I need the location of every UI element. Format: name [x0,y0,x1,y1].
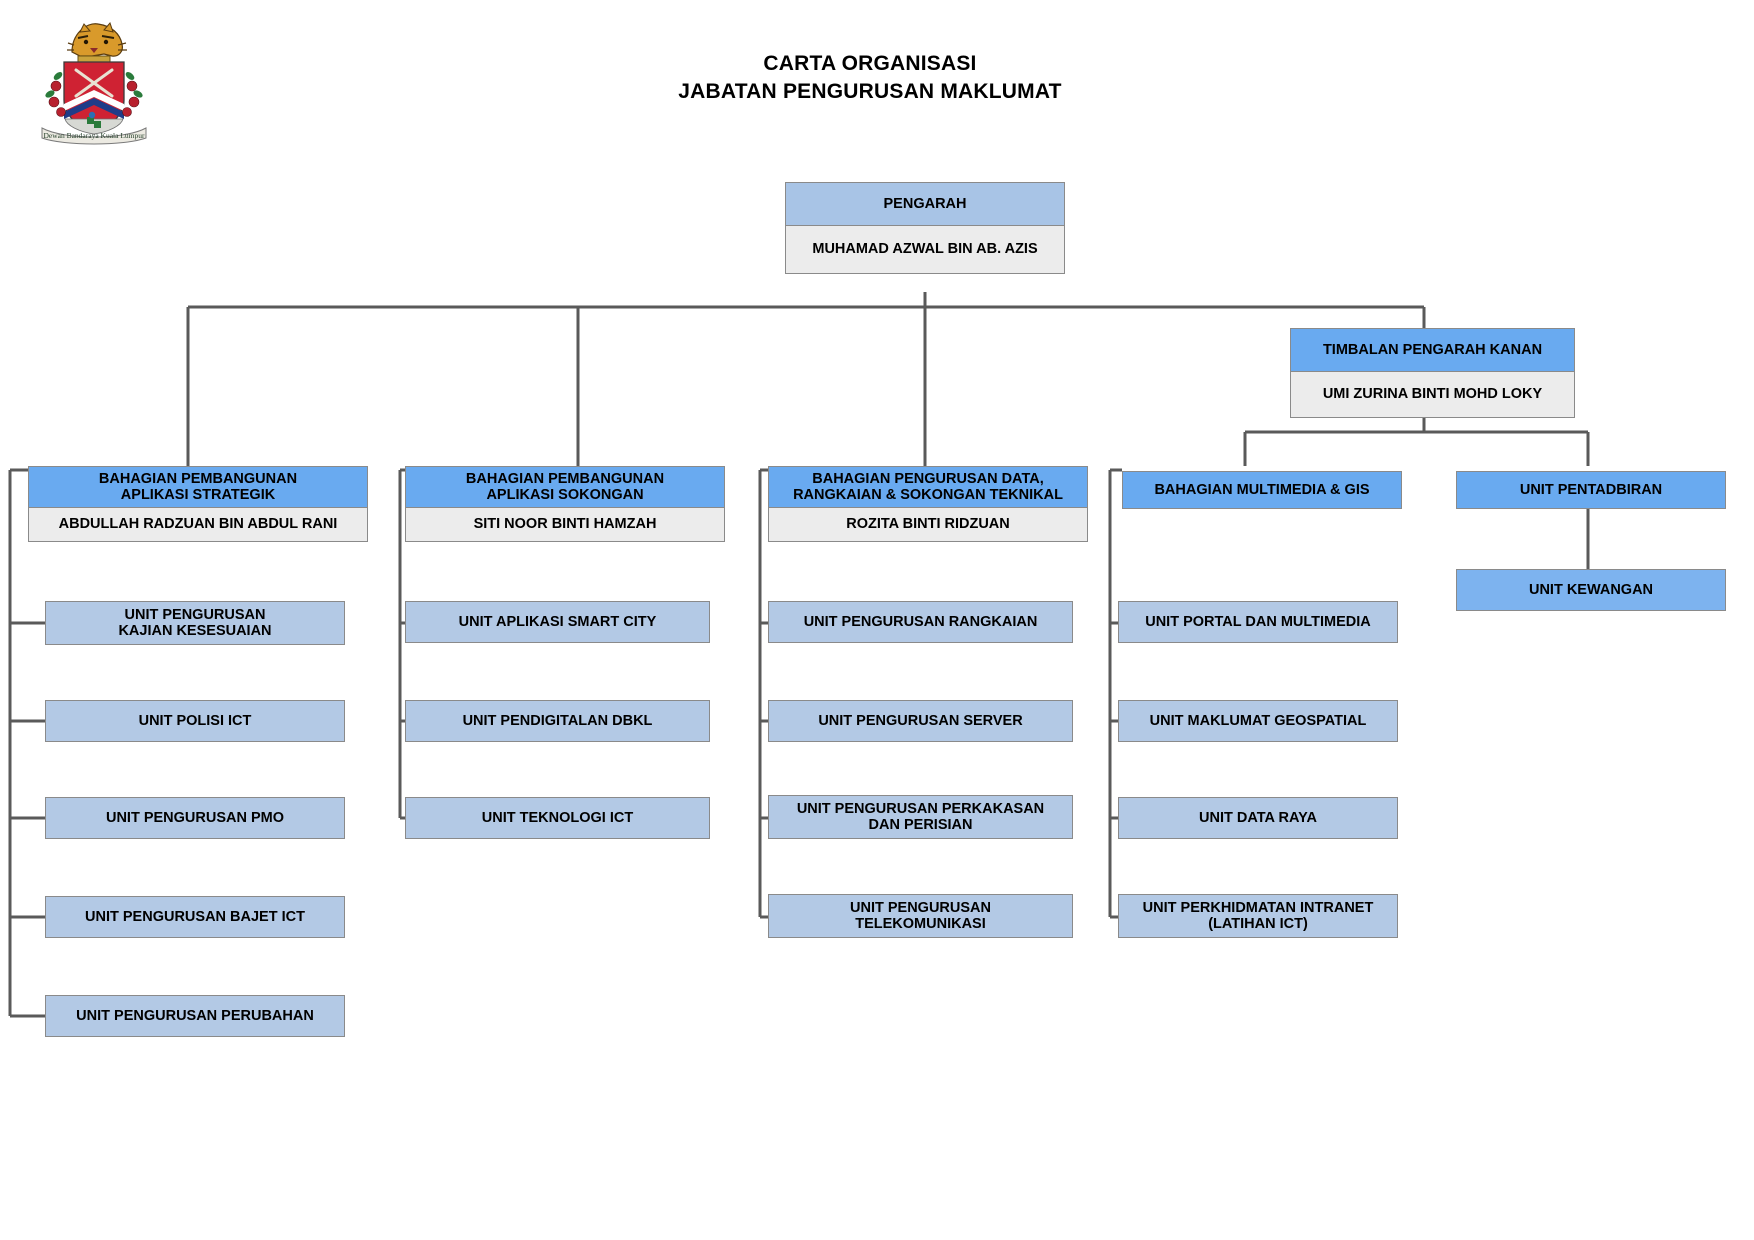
unit-box[interactable]: UNIT TEKNOLOGI ICT [405,797,710,839]
director-name: MUHAMAD AZWAL BIN AB. AZIS [785,226,1065,274]
unit-box[interactable]: UNIT POLISI ICT [45,700,345,742]
unit-box[interactable]: UNIT PERKHIDMATAN INTRANET (LATIHAN ICT) [1118,894,1398,938]
unit-box[interactable]: UNIT PENGURUSAN PERUBAHAN [45,995,345,1037]
unit-box[interactable]: UNIT PORTAL DAN MULTIMEDIA [1118,601,1398,643]
unit-label-line-2: DAN PERISIAN [868,817,973,833]
unit-label-line-2: (LATIHAN ICT) [1208,916,1308,932]
unit-label: UNIT KEWANGAN [1456,569,1726,611]
division-2-title-line-1: BAHAGIAN PEMBANGUNAN [465,470,665,487]
node-division-2[interactable]: BAHAGIAN PEMBANGUNAN APLIKASI SOKONGAN S… [405,466,725,542]
unit-label-line-1: UNIT PENGURUSAN [124,606,266,623]
unit-box[interactable]: UNIT DATA RAYA [1118,797,1398,839]
division-3-title-line-1: BAHAGIAN PENGURUSAN DATA, [812,470,1044,487]
unit-label: UNIT PENGURUSAN PERKAKASAN DAN PERISIAN [768,795,1073,839]
division-5-title: UNIT PENTADBIRAN [1456,471,1726,509]
unit-label-line-2: KAJIAN KESESUAIAN [118,623,272,639]
division-1-title-line-1: BAHAGIAN PEMBANGUNAN [98,470,298,487]
division-4-title: BAHAGIAN MULTIMEDIA & GIS [1122,471,1402,509]
division-1-title: BAHAGIAN PEMBANGUNAN APLIKASI STRATEGIK [28,466,368,508]
unit-label-line-1: UNIT PENGURUSAN PERKAKASAN [796,800,1045,817]
unit-box[interactable]: UNIT PENGURUSAN BAJET ICT [45,896,345,938]
unit-box[interactable]: UNIT KEWANGAN [1456,569,1726,611]
division-3-title-line-2: RANGKAIAN & SOKONGAN TEKNIKAL [793,487,1063,503]
unit-label: UNIT APLIKASI SMART CITY [405,601,710,643]
unit-label: UNIT TEKNOLOGI ICT [405,797,710,839]
unit-box[interactable]: UNIT PENGURUSAN KAJIAN KESESUAIAN [45,601,345,645]
unit-label: UNIT POLISI ICT [45,700,345,742]
deputy-director-name: UMI ZURINA BINTI MOHD LOKY [1290,372,1575,418]
unit-box[interactable]: UNIT MAKLUMAT GEOSPATIAL [1118,700,1398,742]
director-title: PENGARAH [785,182,1065,226]
unit-box[interactable]: UNIT PENGURUSAN RANGKAIAN [768,601,1073,643]
unit-label: UNIT PERKHIDMATAN INTRANET (LATIHAN ICT) [1118,894,1398,938]
division-2-title-line-2: APLIKASI SOKONGAN [486,487,644,503]
unit-box[interactable]: UNIT PENGURUSAN SERVER [768,700,1073,742]
unit-label: UNIT PENGURUSAN PMO [45,797,345,839]
page-title: CARTA ORGANISASI JABATAN PENGURUSAN MAKL… [400,50,1340,106]
division-3-title: BAHAGIAN PENGURUSAN DATA, RANGKAIAN & SO… [768,466,1088,508]
unit-label: UNIT PORTAL DAN MULTIMEDIA [1118,601,1398,643]
title-line-1: CARTA ORGANISASI [763,52,977,75]
unit-label: UNIT PENDIGITALAN DBKL [405,700,710,742]
node-division-4[interactable]: BAHAGIAN MULTIMEDIA & GIS [1122,471,1402,509]
unit-label-line-1: UNIT PERKHIDMATAN INTRANET [1142,899,1374,916]
unit-box[interactable]: UNIT PENGURUSAN TELEKOMUNIKASI [768,894,1073,938]
dbkl-crest-logo: Dewan Bandaraya Kuala Lumpur [34,12,154,147]
unit-label: UNIT MAKLUMAT GEOSPATIAL [1118,700,1398,742]
unit-label: UNIT DATA RAYA [1118,797,1398,839]
unit-label: UNIT PENGURUSAN BAJET ICT [45,896,345,938]
node-division-3[interactable]: BAHAGIAN PENGURUSAN DATA, RANGKAIAN & SO… [768,466,1088,542]
division-1-name: ABDULLAH RADZUAN BIN ABDUL RANI [28,508,368,542]
unit-label-line-1: UNIT PENGURUSAN [850,899,991,916]
title-line-2: JABATAN PENGURUSAN MAKLUMAT [678,79,1062,103]
node-division-1[interactable]: BAHAGIAN PEMBANGUNAN APLIKASI STRATEGIK … [28,466,368,542]
unit-label: UNIT PENGURUSAN PERUBAHAN [45,995,345,1037]
unit-box[interactable]: UNIT PENGURUSAN PMO [45,797,345,839]
node-division-5[interactable]: UNIT PENTADBIRAN [1456,471,1726,509]
unit-box[interactable]: UNIT APLIKASI SMART CITY [405,601,710,643]
unit-label: UNIT PENGURUSAN SERVER [768,700,1073,742]
deputy-director-title: TIMBALAN PENGARAH KANAN [1290,328,1575,372]
division-1-title-line-2: APLIKASI STRATEGIK [120,487,276,503]
unit-label: UNIT PENGURUSAN KAJIAN KESESUAIAN [45,601,345,645]
node-director[interactable]: PENGARAH MUHAMAD AZWAL BIN AB. AZIS [785,182,1065,274]
division-2-name: SITI NOOR BINTI HAMZAH [405,508,725,542]
unit-box[interactable]: UNIT PENDIGITALAN DBKL [405,700,710,742]
crest-motto-text: Dewan Bandaraya Kuala Lumpur [43,131,145,140]
unit-label-line-2: TELEKOMUNIKASI [855,916,986,932]
division-3-name: ROZITA BINTI RIDZUAN [768,508,1088,542]
node-deputy-director[interactable]: TIMBALAN PENGARAH KANAN UMI ZURINA BINTI… [1290,328,1575,418]
unit-box[interactable]: UNIT PENGURUSAN PERKAKASAN DAN PERISIAN [768,795,1073,839]
division-2-title: BAHAGIAN PEMBANGUNAN APLIKASI SOKONGAN [405,466,725,508]
unit-label: UNIT PENGURUSAN TELEKOMUNIKASI [768,894,1073,938]
unit-label: UNIT PENGURUSAN RANGKAIAN [768,601,1073,643]
